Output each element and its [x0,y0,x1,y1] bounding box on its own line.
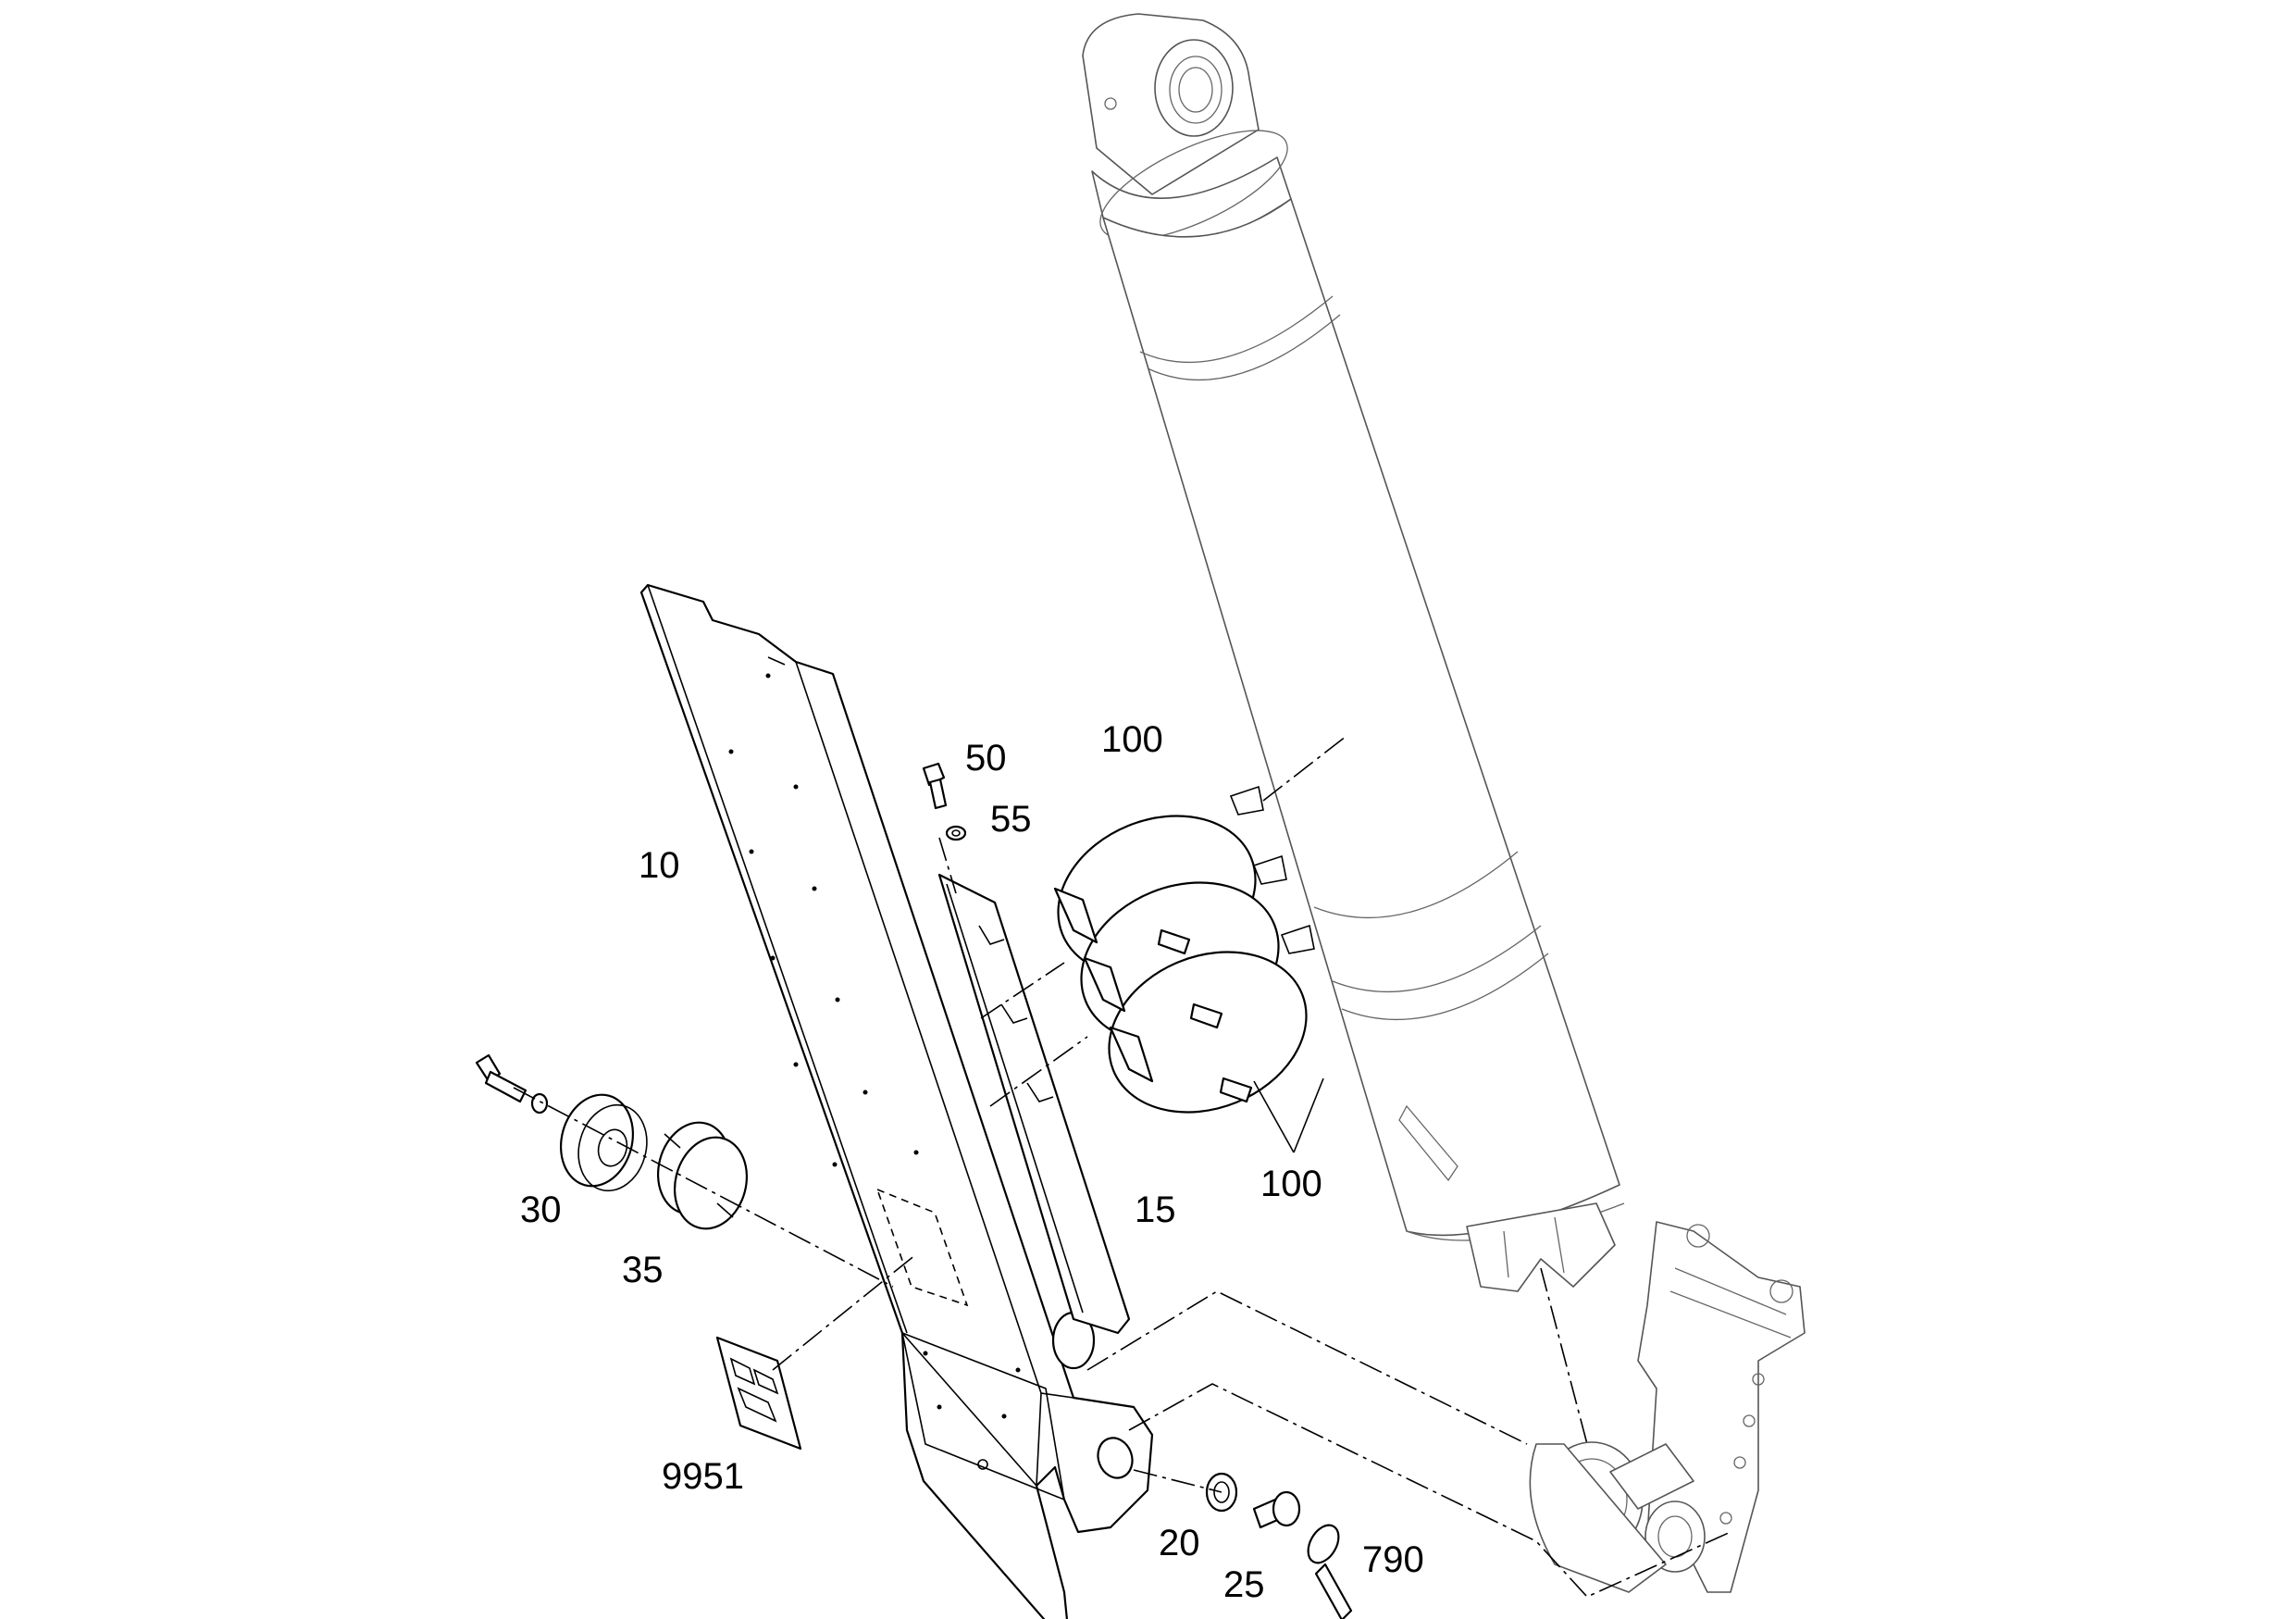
callout-100-top: 100 [1101,719,1163,760]
callout-55: 55 [990,799,1032,840]
callout-25: 25 [1223,1564,1265,1605]
part-790-safety-pin [1307,1524,1353,1619]
callout-50: 50 [965,738,1007,778]
part-15-mounting-strip [937,873,1131,1335]
pivot-bracket-assembly [1529,1221,1806,1593]
callout-790: 790 [1362,1539,1424,1580]
part-25-bolt [1252,1490,1301,1529]
callout-30: 30 [520,1189,562,1230]
leader-lines [513,735,1731,1598]
part-9951-warning-decal [715,1336,802,1451]
callout-15: 15 [1135,1189,1176,1230]
part-55-washer [945,825,967,841]
callout-10: 10 [639,845,680,886]
callout-20: 20 [1159,1523,1200,1563]
part-10-cover-panel [639,583,1154,1619]
part-100-clamp-bands [1053,785,1315,1114]
part-30-flange-bushing [475,1053,648,1192]
part-50-bolt [922,762,948,810]
part-35-sleeve [656,1121,749,1230]
hydraulic-cylinder [1082,13,1625,1292]
callouts: 10 15 20 25 30 35 50 55 100 100 790 9951 [520,719,1424,1605]
callout-100-bottom: 100 [1260,1164,1322,1204]
callout-9951: 9951 [662,1456,744,1497]
callout-35: 35 [622,1250,664,1290]
